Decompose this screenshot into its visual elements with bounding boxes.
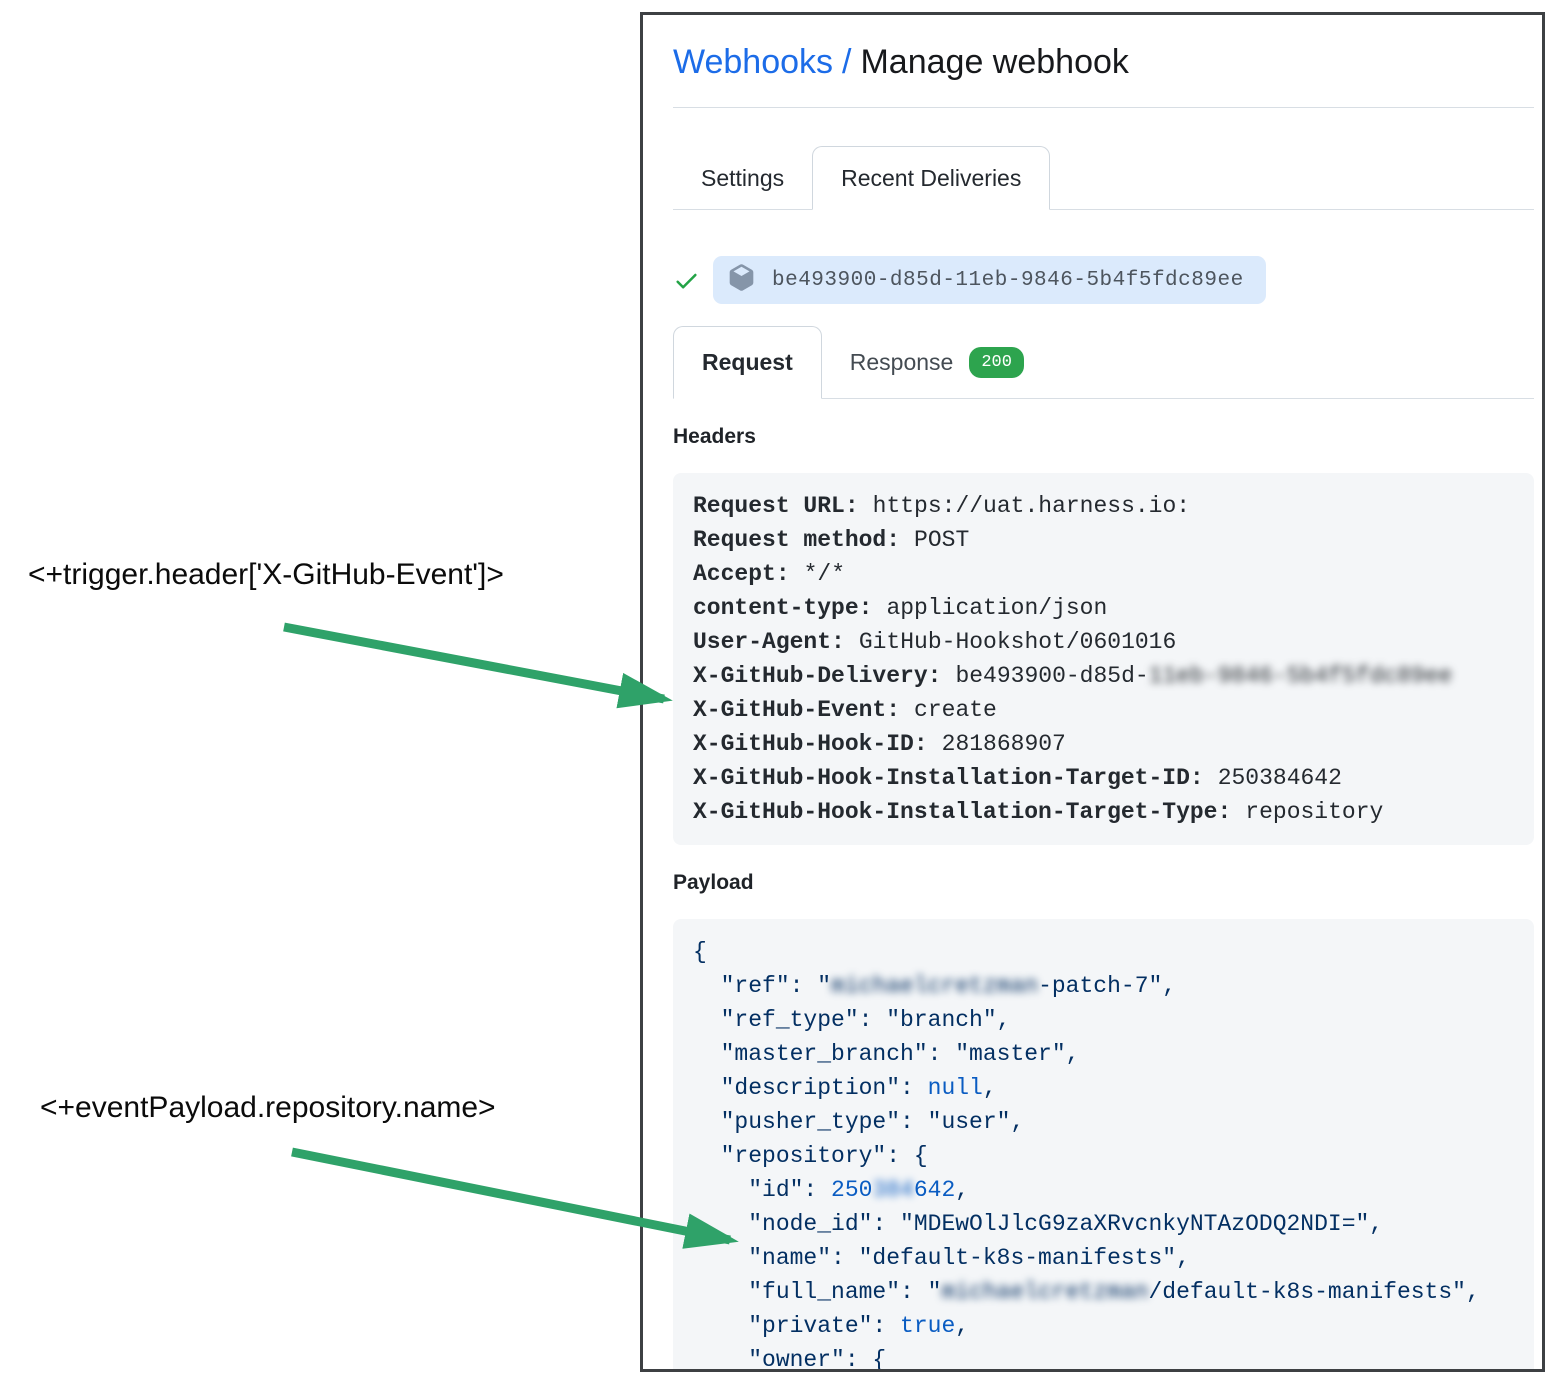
- payload-box: { "ref": "michaelcretzman-patch-7", "ref…: [673, 919, 1534, 1372]
- payload-line: "ref_type": "branch",: [693, 1007, 1011, 1033]
- header-line: Request URL:https://uat.harness.io:: [693, 493, 1191, 519]
- delivery-id: be493900-d85d-11eb-9846-5b4f5fdc89ee: [772, 268, 1244, 292]
- header-line: X-GitHub-Hook-Installation-Target-Type:r…: [693, 799, 1384, 825]
- delivery-id-pill[interactable]: be493900-d85d-11eb-9846-5b4f5fdc89ee: [713, 256, 1266, 304]
- request-response-tabnav: Request Response 200: [673, 326, 1534, 399]
- header-line: X-GitHub-Hook-Installation-Target-ID:250…: [693, 765, 1342, 791]
- check-icon: [673, 267, 700, 294]
- header-line: content-type:application/json: [693, 595, 1108, 621]
- tab-response[interactable]: Response 200: [822, 326, 1052, 399]
- payload-line: "full_name": "michaelcretzman/default-k8…: [693, 1279, 1480, 1305]
- header-line: Accept:*/*: [693, 561, 846, 587]
- annotation-event-payload-expression: <+eventPayload.repository.name>: [40, 1091, 496, 1124]
- tab-response-label: Response: [849, 349, 954, 375]
- headers-box: Request URL:https://uat.harness.io: Reque…: [673, 473, 1534, 845]
- payload-line: "repository": {: [693, 1143, 928, 1169]
- arrow-to-x-github-event: [283, 622, 673, 709]
- webhooks-breadcrumb-link[interactable]: Webhooks: [673, 43, 834, 81]
- payload-line: "ref": "michaelcretzman-patch-7",: [693, 973, 1177, 999]
- payload-line: "id": 250384642,: [693, 1177, 970, 1203]
- payload-line: "pusher_type": "user",: [693, 1109, 1025, 1135]
- payload-line: "name": "default-k8s-manifests",: [693, 1245, 1190, 1271]
- package-icon: [728, 264, 755, 296]
- breadcrumb-separator: /: [842, 43, 852, 81]
- payload-line: "node_id": "MDEwOlJlcG9zaXRvcnkyNTAzODQ2…: [693, 1211, 1384, 1237]
- header-line: Request method:POST: [693, 527, 970, 553]
- header-line: User-Agent:GitHub-Hookshot/0601016: [693, 629, 1177, 655]
- header-line: X-GitHub-Event:create: [693, 697, 997, 723]
- panel-content: Webhooks/Manage webhook Settings Recent …: [643, 39, 1542, 1372]
- main-tabnav: Settings Recent Deliveries: [673, 146, 1534, 210]
- headers-section-title: Headers: [673, 425, 756, 448]
- header-line: X-GitHub-Hook-ID:281868907: [693, 731, 1066, 757]
- page-title-current: Manage webhook: [860, 43, 1129, 81]
- header-line: X-GitHub-Delivery:be493900-d85d-11eb-984…: [693, 663, 1453, 689]
- annotation-trigger-header-expression: <+trigger.header['X-GitHub-Event']>: [28, 558, 504, 591]
- delivery-row: be493900-d85d-11eb-9846-5b4f5fdc89ee: [673, 256, 1534, 304]
- page-title: Webhooks/Manage webhook: [673, 39, 1534, 85]
- tab-settings[interactable]: Settings: [701, 164, 785, 191]
- title-divider: [673, 107, 1534, 108]
- payload-line: "owner": {: [693, 1347, 887, 1372]
- tab-recent-deliveries[interactable]: Recent Deliveries: [812, 146, 1051, 210]
- tab-request[interactable]: Request: [673, 326, 822, 399]
- webhook-panel: Webhooks/Manage webhook Settings Recent …: [640, 12, 1545, 1372]
- payload-section-title: Payload: [673, 871, 754, 894]
- payload-line: "description": null,: [693, 1075, 997, 1101]
- payload-line: "master_branch": "master",: [693, 1041, 1080, 1067]
- response-status-badge: 200: [969, 347, 1024, 378]
- payload-line: {: [693, 939, 707, 965]
- payload-line: "private": true,: [693, 1313, 970, 1339]
